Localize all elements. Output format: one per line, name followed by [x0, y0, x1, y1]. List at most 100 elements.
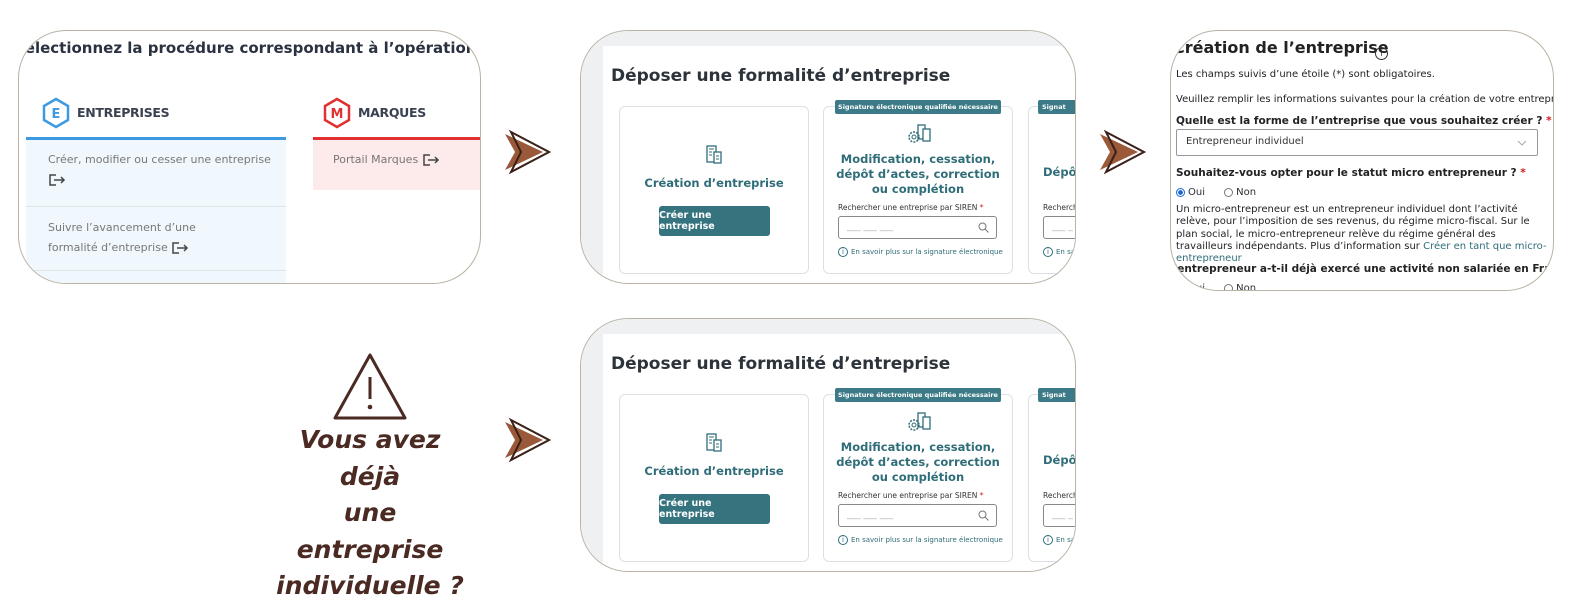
radio-oui[interactable]: Oui [1176, 283, 1205, 291]
portal-selection-panel: Sélectionnez la procédure correspondant … [18, 30, 481, 284]
siren-label: Recherche [1043, 491, 1075, 500]
creation-form-panel: Création de l’entreprise i Les champs su… [1170, 30, 1554, 291]
page-title: Déposer une formalité d’entreprise [611, 66, 951, 86]
svg-text:E: E [52, 107, 61, 122]
signature-badge: Signat [1038, 100, 1075, 114]
card-modification: Modification, cessation, dépôt d’actes, … [823, 106, 1013, 274]
warning-line: une entreprise [296, 498, 444, 564]
radio-circle [1224, 188, 1234, 197]
arrow-right-icon [1100, 129, 1146, 175]
list-item-portail-marques[interactable]: Portail Marques [333, 150, 440, 170]
question-text: L’entrepreneur a-t-il déjà exercé une ac… [1170, 263, 1554, 275]
siren-search-input[interactable]: ___ ___ ___ [838, 504, 997, 527]
list-item-create[interactable]: Créer, modifier ou cesser une entreprise [48, 150, 278, 190]
page-title: Déposer une formalité d’entreprise [611, 354, 951, 374]
entreprises-underline [26, 137, 286, 140]
radio-oui[interactable]: Oui [1176, 187, 1205, 198]
external-link-icon [49, 174, 66, 186]
card-depot: Dépôt Recherche ___ _ iEn sav [1028, 106, 1076, 274]
micro-entrepreneur-link[interactable]: Créer en tant que micro-entrepreneur [1176, 240, 1547, 265]
warning-text: Vous avez déjà une entreprise individuel… [270, 422, 470, 605]
radio-circle [1176, 188, 1185, 197]
arrow-right-icon [505, 417, 551, 463]
warning-line: individuelle ? [276, 571, 464, 600]
radio-circle [1224, 284, 1234, 290]
card-title: Création d’entreprise [644, 464, 784, 478]
signature-badge: Signat [1038, 388, 1075, 402]
create-company-button[interactable]: Créer une entreprise [659, 494, 770, 524]
info-icon: i [1043, 247, 1053, 257]
required-star: * [979, 491, 984, 500]
signature-badge: Signature électronique qualifiée nécessa… [835, 100, 1001, 114]
card-title: Modification, cessation, dépôt d’actes, … [836, 440, 1000, 484]
question-text: Souhaitez-vous opter pour le statut micr… [1176, 167, 1517, 179]
info-icon[interactable]: i [1375, 47, 1388, 60]
siren-label: Rechercher une entreprise par SIREN * [838, 491, 984, 500]
card-title: Modification, cessation, dépôt d’actes, … [836, 152, 1000, 196]
card-modification: Modification, cessation, dépôt d’actes, … [823, 394, 1013, 562]
info-icon: i [1043, 535, 1053, 545]
question-text: Quelle est la forme de l’entreprise que … [1176, 115, 1543, 127]
micro-radio-group: Oui Non [1176, 182, 1270, 201]
marques-label: MARQUES [358, 105, 426, 120]
info-icon: i [838, 535, 848, 545]
required-note: Les champs suivis d’une étoile (*) sont … [1176, 69, 1435, 80]
side-bar [581, 31, 603, 283]
micro-explanation: Un micro-entrepreneur est un entrepreneu… [1176, 204, 1548, 265]
item-label: Créer, modifier ou cesser une entreprise [48, 153, 271, 166]
forme-select[interactable]: Entrepreneur individuel [1176, 129, 1538, 156]
search-icon[interactable] [978, 222, 989, 233]
divider [26, 206, 286, 207]
intro-text: Veuillez remplir les informations suivan… [1176, 94, 1554, 105]
selected-value: Entrepreneur individuel [1186, 136, 1304, 147]
deposer-formalite-panel-repeat: Déposer une formalité d’entreprise Créat… [580, 318, 1076, 572]
item-label: Portail Marques [333, 153, 419, 166]
form-title: Création de l’entreprise [1173, 38, 1389, 57]
question-activite: L’entrepreneur a-t-il déjà exercé une ac… [1170, 263, 1554, 275]
signature-info-link[interactable]: iEn sav [1043, 247, 1076, 257]
warning-triangle-icon [333, 353, 407, 420]
label-text: Rechercher une entreprise par SIREN [838, 203, 978, 212]
card-title: Dépôt [1043, 453, 1076, 467]
signature-info-link[interactable]: iEn sav [1043, 535, 1075, 545]
siren-search-input[interactable]: ___ ___ ___ [838, 216, 997, 239]
gear-document-icon [908, 412, 931, 431]
radio-label: Oui [1188, 187, 1205, 198]
siren-search-input[interactable]: ___ _ [1043, 504, 1075, 527]
building-document-icon [706, 145, 722, 164]
radio-label: Non [1236, 187, 1257, 198]
placeholder: ___ ___ ___ [847, 222, 894, 232]
radio-non[interactable]: Non [1224, 283, 1256, 290]
signature-badge: Signature électronique qualifiée nécessa… [835, 388, 1001, 402]
panel-heading: Sélectionnez la procédure correspondant … [18, 39, 480, 57]
required-star: * [979, 203, 984, 212]
divider [26, 270, 286, 271]
question-micro: Souhaitez-vous opter pour le statut micr… [1176, 167, 1526, 179]
external-link-icon [422, 154, 439, 166]
paragraph-text: Un micro-entrepreneur est un entrepreneu… [1176, 204, 1530, 252]
card-creation: Création d’entreprise Créer une entrepri… [619, 106, 809, 274]
svg-text:M: M [331, 107, 344, 122]
radio-non[interactable]: Non [1224, 187, 1256, 198]
search-icon[interactable] [978, 510, 989, 521]
arrow-right-icon [505, 129, 551, 175]
deposer-formalite-panel: Déposer une formalité d’entreprise Créat… [580, 30, 1076, 284]
info-icon: i [838, 247, 848, 257]
create-company-button[interactable]: Créer une entreprise [659, 206, 770, 236]
activite-radio-group: Oui Non [1176, 278, 1270, 291]
card-title: Dépôt [1043, 165, 1076, 179]
note-text: En sav [1056, 248, 1076, 256]
marques-list: Portail Marques [313, 140, 480, 190]
list-item-follow[interactable]: Suivre l’avancement d’une formalité d’en… [48, 218, 248, 258]
siren-search-input[interactable]: ___ _ [1043, 216, 1075, 239]
siren-label: Rechercher une entreprise par SIREN * [838, 203, 984, 212]
question-forme: Quelle est la forme de l’entreprise que … [1176, 115, 1552, 127]
building-document-icon [706, 433, 722, 452]
warning-line: Vous avez déjà [299, 425, 441, 491]
placeholder: ___ ___ ___ [847, 510, 894, 520]
radio-label: Oui [1188, 283, 1205, 291]
gear-document-icon [908, 124, 931, 143]
label-text: Rechercher une entreprise par SIREN [838, 491, 978, 500]
